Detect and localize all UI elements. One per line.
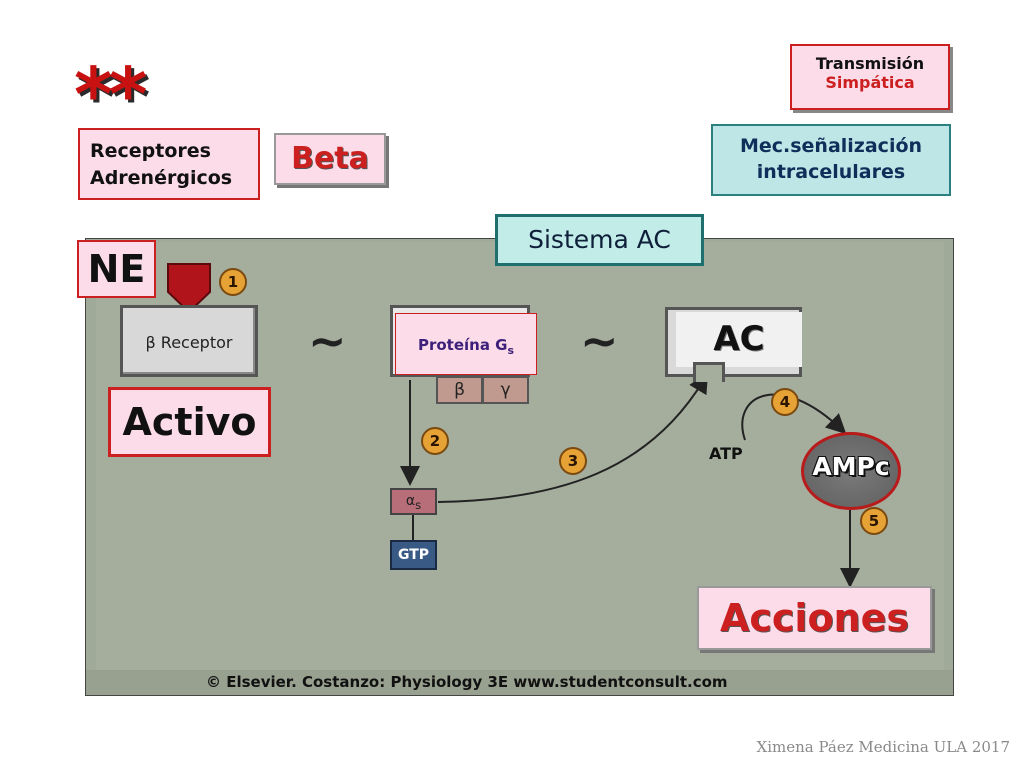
ligand-icon xyxy=(167,263,211,314)
alpha-text: α xyxy=(405,493,416,509)
mec-line1: Mec.señalización xyxy=(739,135,923,157)
beta-label: Beta xyxy=(274,133,386,185)
alpha-s-subunit: αs xyxy=(390,488,437,515)
mec-senalizacion-box: Mec.señalización intracelulares xyxy=(711,124,951,196)
step-2-badge: 2 xyxy=(421,427,449,455)
receptores-line2: Adrenérgicos xyxy=(90,166,233,189)
step-5-badge: 5 xyxy=(860,507,888,535)
ac-notch xyxy=(693,362,725,382)
step-3-badge: 3 xyxy=(559,447,587,475)
figure-copyright: © Elsevier. Costanzo: Physiology 3E www.… xyxy=(86,670,953,695)
gtp-box: GTP xyxy=(390,540,437,570)
receptores-line1: Receptores xyxy=(90,140,211,162)
g-protein-label: Proteína Gs xyxy=(395,313,537,375)
g-protein-text: Proteína G xyxy=(417,336,508,354)
gamma-subunit: γ xyxy=(482,376,529,404)
transmision-simpatica-box: Transmisión Simpática xyxy=(790,44,950,110)
simpatica-label: Simpática xyxy=(825,73,915,92)
beta-subunit: β xyxy=(436,376,483,404)
footer-credit: Ximena Páez Medicina ULA 2017 xyxy=(756,738,1010,756)
transmision-label: Transmisión xyxy=(815,54,925,73)
beta-receptor-box: β Receptor xyxy=(120,305,258,377)
atp-label: ATP xyxy=(709,444,743,463)
sistema-ac-label: Sistema AC xyxy=(495,214,704,266)
arrow-alpha-to-ac xyxy=(437,372,709,503)
g-protein-sub: s xyxy=(507,344,515,357)
activo-label: Activo xyxy=(108,387,271,457)
ac-label: AC xyxy=(676,312,802,367)
acciones-label: Acciones xyxy=(697,586,932,650)
tilde-1: ~ xyxy=(308,314,347,368)
arrow-atp-to-ampc xyxy=(741,393,847,441)
stars-mark: ** xyxy=(74,52,147,138)
tilde-2: ~ xyxy=(580,314,619,368)
ne-label: NE xyxy=(77,240,156,298)
alpha-sub: s xyxy=(415,497,422,512)
step-4-badge: 4 xyxy=(771,388,799,416)
mec-line2: intracelulares xyxy=(756,160,906,183)
step-1-badge: 1 xyxy=(219,268,247,296)
receptores-adrenergicos-box: Receptores Adrenérgicos xyxy=(78,128,260,200)
ampc-label: AMPc xyxy=(812,452,890,481)
ampc-circle xyxy=(801,432,901,510)
